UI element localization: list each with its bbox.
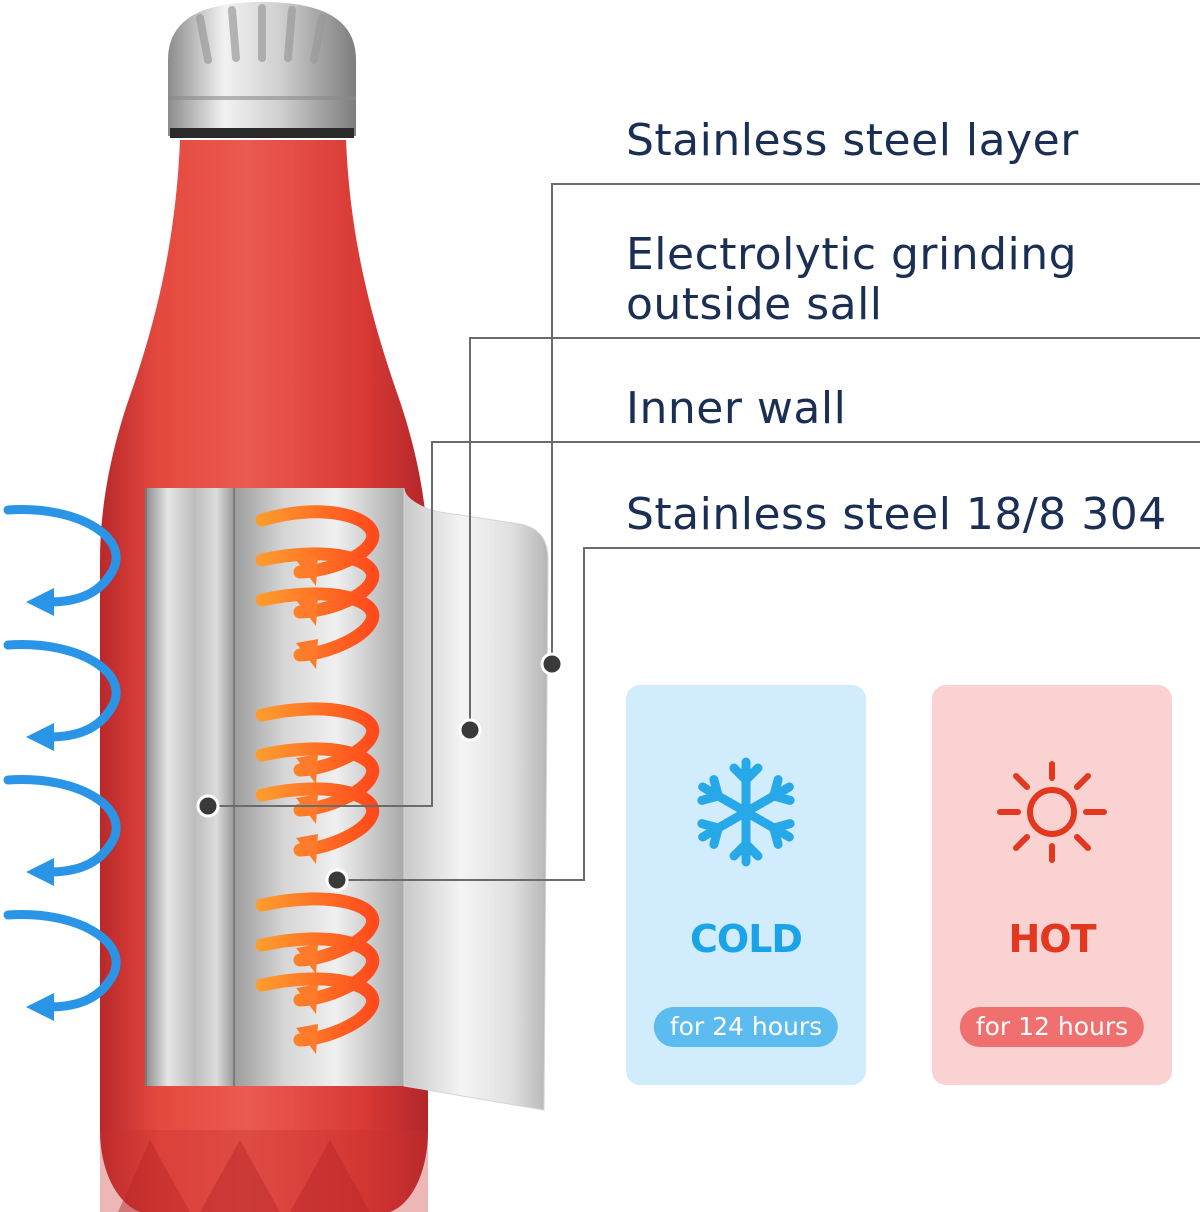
hot-title: HOT [1008,917,1096,961]
heat-arrowheads [296,556,318,1054]
leader-stainless-layer [551,183,1200,664]
leader-inner-wall [208,441,1200,807]
snowflake-icon [697,757,795,867]
outer-steel-sheet [403,487,549,1111]
leader-steel-grade [337,547,1200,881]
cold-duration: for 24 hours [653,1007,839,1047]
sun-icon [997,761,1107,863]
cold-arrows [3,505,121,1012]
label-electrolytic-line2: outside sall [626,279,883,330]
leader-lines [208,183,1200,881]
label-stainless-steel-layer: Stainless steel layer [626,115,1079,166]
bottle-cap [168,2,356,136]
label-electrolytic-line1: Electrolytic grinding [626,229,1078,280]
inner-wall-layer [146,488,234,1086]
hot-card: HOT for 12 hours [932,685,1172,1085]
label-electrolytic-grinding: Electrolytic grinding outside sall [626,230,1077,330]
cold-title: COLD [690,917,803,961]
bottle-base [100,1130,428,1212]
leader-dots [196,652,564,892]
leader-electrolytic [469,337,1200,730]
hot-duration: for 12 hours [959,1007,1145,1047]
label-inner-wall: Inner wall [626,383,847,434]
label-steel-grade: Stainless steel 18/8 304 [626,489,1167,540]
cold-card: COLD for 24 hours [626,685,866,1085]
heat-arrows [255,505,380,1047]
cold-arrowheads [26,588,54,1021]
